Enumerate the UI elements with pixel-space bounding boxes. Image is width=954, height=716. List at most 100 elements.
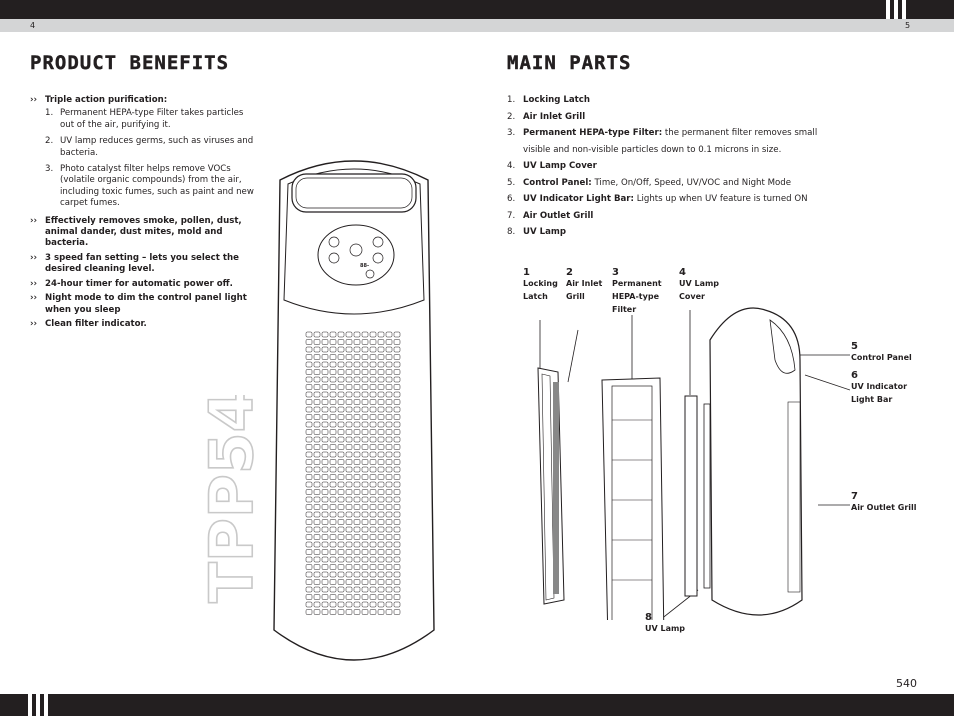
bullet-arrow-icon: ›› <box>30 252 38 263</box>
grill-slot <box>377 579 385 585</box>
grill-slot <box>393 564 401 570</box>
grill-slot <box>337 504 345 510</box>
grill-slot <box>369 496 377 503</box>
grill-slot <box>329 399 337 405</box>
grill-slot <box>337 376 345 383</box>
grill-slot <box>337 331 345 338</box>
grill-slot <box>345 361 353 368</box>
grill-slot <box>353 339 361 345</box>
grill-slot <box>321 586 329 593</box>
grill-slot <box>305 451 313 458</box>
grill-slot <box>361 474 369 480</box>
grill-slot <box>345 474 353 480</box>
grill-slot <box>345 376 353 383</box>
benefit-text: Triple action purification: <box>45 95 168 105</box>
page-tab-marks <box>886 0 908 19</box>
grill-slot <box>337 429 345 435</box>
grill-slot <box>353 526 361 533</box>
grill-slot <box>353 361 361 368</box>
grill-slot <box>377 406 385 413</box>
grill-slot <box>353 414 361 420</box>
grill-slot <box>321 331 329 338</box>
grill-slot <box>321 481 329 488</box>
grill-slot <box>313 466 321 473</box>
part-item: 8.UV Lamp <box>507 224 842 241</box>
grill-slot <box>361 511 369 518</box>
grill-slot <box>329 609 337 615</box>
grill-slot <box>369 429 377 435</box>
sub-item-text: Photo catalyst filter helps remove VOCs … <box>60 164 254 209</box>
label-number: 6 <box>851 370 858 381</box>
grill-slot <box>361 481 369 488</box>
grill-slot <box>329 466 337 473</box>
benefit-item: ››Clean filter indicator. <box>30 319 255 330</box>
bullet-arrow-icon: ›› <box>30 318 38 329</box>
grill-slot <box>313 376 321 383</box>
grill-slot <box>377 496 385 503</box>
grill-slot <box>345 331 353 338</box>
grill-slot <box>385 564 393 570</box>
grill-slot <box>345 579 353 585</box>
grill-slot <box>393 346 401 353</box>
grill-slot <box>393 474 401 480</box>
part-number: 4. <box>507 161 516 171</box>
grill-slot <box>321 579 329 585</box>
label-text: Control Panel <box>851 353 912 362</box>
grill-slot <box>361 406 369 413</box>
grill-slot <box>337 594 345 600</box>
sub-item-text: Permanent HEPA-type Filter takes particl… <box>60 108 244 130</box>
grill-slot <box>305 519 313 525</box>
model-watermark: TPP540 <box>196 395 268 604</box>
grill-slot <box>313 556 321 563</box>
grill-slot <box>313 391 321 398</box>
grill-slot <box>385 354 393 360</box>
sub-item: 3.Photo catalyst filter helps remove VOC… <box>45 164 255 210</box>
grill-slot <box>369 444 377 450</box>
grill-slot <box>345 541 353 548</box>
grill-slot <box>353 504 361 510</box>
grill-slot <box>313 586 321 593</box>
label-text: UV Lamp <box>645 624 686 633</box>
grill-slot <box>345 406 353 413</box>
grill-slot <box>361 429 369 435</box>
grill-slot <box>305 384 313 390</box>
grill-slot <box>377 421 385 428</box>
grill-slot <box>321 594 329 600</box>
grill-slot <box>377 541 385 548</box>
grill-slot <box>353 399 361 405</box>
part-name: Locking Latch <box>523 95 590 105</box>
part-item: 3.Permanent HEPA-type Filter: the perman… <box>507 125 842 158</box>
grill-slot <box>329 391 337 398</box>
grill-slot <box>313 451 321 458</box>
grill-slot <box>369 564 377 570</box>
grill-slot <box>305 489 313 495</box>
grill-slot <box>329 376 337 383</box>
grill-slot <box>393 586 401 593</box>
benefit-text: 24-hour timer for automatic power off. <box>45 278 233 289</box>
grill-slot <box>329 406 337 413</box>
grill-slot <box>393 361 401 368</box>
grill-slot <box>377 466 385 473</box>
label-text: UV Indicator Light Bar <box>851 382 908 404</box>
grill-slot <box>369 459 377 465</box>
grill-slot <box>385 429 393 435</box>
label-number: 4 <box>679 267 686 278</box>
grill-slot <box>329 361 337 368</box>
grill-slot <box>393 594 401 600</box>
sub-item-number: 2. <box>45 136 54 147</box>
grill-slot <box>353 541 361 548</box>
benefit-item: ››24-hour timer for automatic power off. <box>30 279 255 290</box>
grill-slot <box>385 399 393 405</box>
grill-slot <box>377 354 385 360</box>
grill-slot <box>305 369 313 375</box>
grill-slot <box>369 571 377 578</box>
grill-slot <box>329 429 337 435</box>
grill-slot <box>385 339 393 345</box>
grill-slot <box>345 436 353 443</box>
grill-slot <box>377 556 385 563</box>
grill-slot <box>345 384 353 390</box>
part-name: Air Outlet Grill <box>523 210 594 221</box>
